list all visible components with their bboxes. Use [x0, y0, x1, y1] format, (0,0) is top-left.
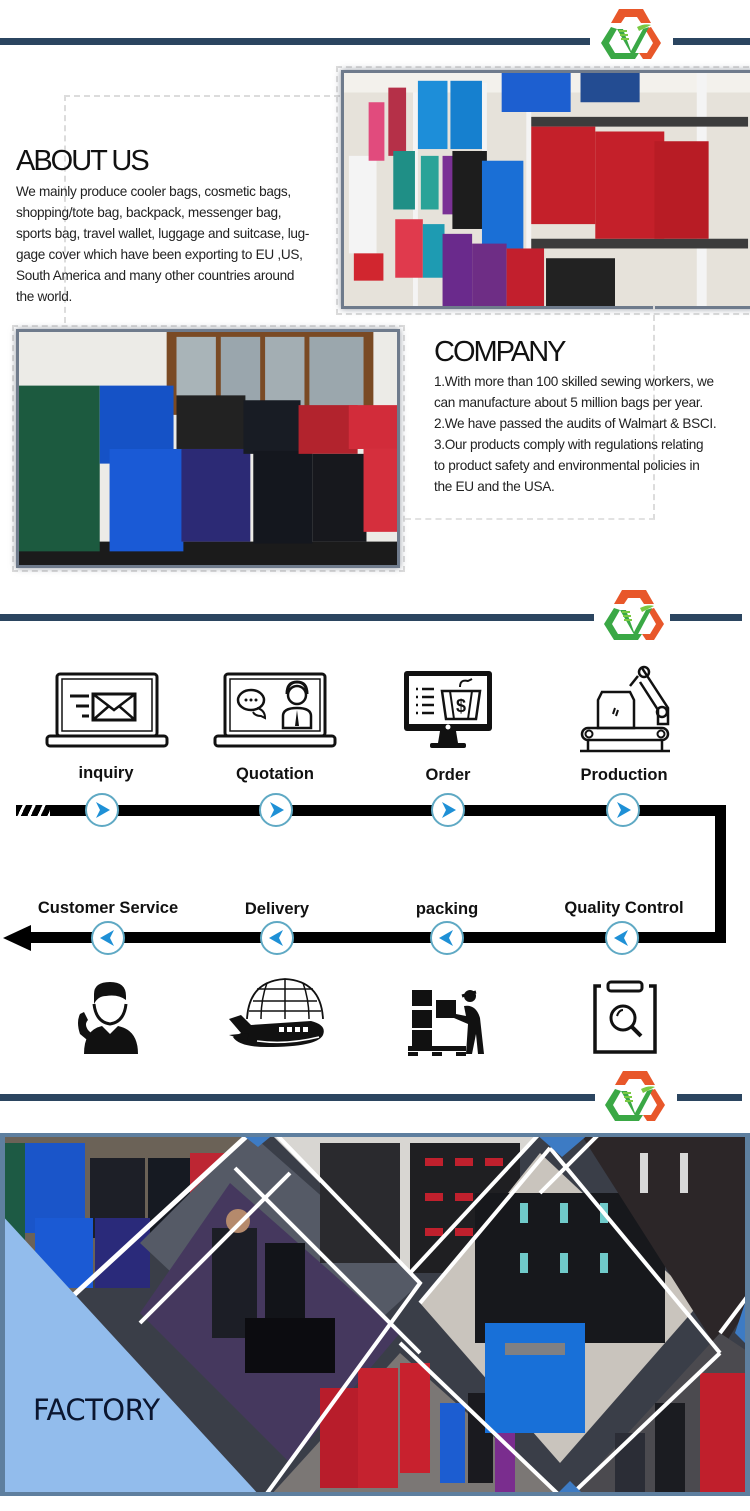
- hexagon-check-logo-icon: [601, 9, 661, 59]
- about-text-line: South America and many other countries a…: [16, 268, 295, 283]
- about-text-line: shopping/tote bag, backpack, messenger b…: [16, 205, 282, 220]
- company-text-line: 3.Our products comply with regulations r…: [434, 437, 704, 452]
- step-label-quotation: Quotation: [236, 765, 314, 783]
- arrow-right-node: [606, 793, 640, 827]
- arrow-left-node: [91, 921, 125, 955]
- about-photo-dashed-frame: [336, 66, 750, 315]
- robot-arm-conveyor-icon: [580, 665, 670, 753]
- step-label-quality-control: Quality Control: [564, 899, 684, 917]
- about-text: We mainly produce cooler bags, cosmetic …: [16, 181, 336, 307]
- divider-bar: [0, 1094, 595, 1101]
- chevron-right-icon: [617, 802, 631, 818]
- company-text: 1.With more than 100 skilled sewing work…: [434, 371, 744, 497]
- about-text-line: sports bag, travel wallet, luggage and s…: [16, 226, 310, 241]
- clipboard-magnifier-icon: [593, 980, 657, 1054]
- chevron-left-icon: [100, 930, 114, 946]
- divider-bar: [673, 38, 750, 45]
- about-dashed-frame: [64, 95, 340, 323]
- hexagon-check-logo-icon: [604, 590, 664, 640]
- factory-title: FACTORY: [33, 1393, 160, 1427]
- svg-text:$: $: [456, 696, 466, 716]
- about-text-line: gage cover which have been exporting to …: [16, 247, 303, 262]
- step-label-inquiry: inquiry: [78, 764, 134, 782]
- chevron-right-icon: [96, 802, 110, 818]
- divider-bar: [0, 38, 590, 45]
- hexagon-check-logo-icon: [605, 1071, 665, 1121]
- arrow-left-head-icon: [3, 925, 31, 951]
- flow-track-top: [50, 805, 726, 816]
- chevron-right-icon: [442, 802, 456, 818]
- company-text-line: the EU and the USA.: [434, 479, 555, 494]
- step-label-delivery: Delivery: [244, 900, 310, 918]
- laptop-email-icon: [45, 672, 169, 748]
- airplane-globe-icon: [229, 978, 324, 1047]
- company-text-line: 2.We have passed the audits of Walmart &…: [434, 416, 717, 431]
- divider-bar: [677, 1094, 742, 1101]
- laptop-support-agent-icon: [213, 672, 337, 748]
- section-divider-top: [0, 9, 750, 60]
- step-label-order: Order: [425, 766, 471, 784]
- section-divider-middle: [0, 590, 750, 640]
- company-text-line: 1.With more than 100 skilled sewing work…: [434, 374, 714, 389]
- divider-bar: [670, 614, 742, 621]
- about-text-line: We mainly produce cooler bags, cosmetic …: [16, 184, 291, 199]
- company-text-line: to product safety and environmental poli…: [434, 458, 700, 473]
- worker-packing-boxes-icon: [408, 990, 484, 1056]
- company-dashed-frame: [12, 325, 405, 572]
- chevron-left-icon: [439, 930, 453, 946]
- arrow-right-node: [259, 793, 293, 827]
- flow-track-bottom: [28, 932, 726, 943]
- step-label-production: Production: [580, 766, 668, 784]
- step-label-customer-service: Customer Service: [37, 899, 179, 917]
- about-title: ABOUT US: [16, 145, 150, 177]
- monitor-shopping-cart-icon: $: [404, 671, 492, 748]
- luggage-showroom-photo: [341, 70, 750, 309]
- arrow-left-node: [605, 921, 639, 955]
- phone-support-person-icon: [78, 982, 138, 1054]
- chevron-left-icon: [269, 930, 283, 946]
- company-text-dashed-frame: [405, 305, 655, 520]
- section-divider-bottom: [0, 1071, 750, 1121]
- chevron-left-icon: [614, 930, 628, 946]
- arrow-left-node: [430, 921, 464, 955]
- factory-collage-photo: [0, 1133, 750, 1496]
- company-title: COMPANY: [434, 336, 566, 368]
- divider-bar: [0, 614, 594, 621]
- suitcases-display-photo: [16, 329, 400, 568]
- track-stripes: [16, 805, 50, 816]
- company-text-line: can manufacture about 5 million bags per…: [434, 395, 703, 410]
- chevron-right-icon: [270, 802, 284, 818]
- arrow-right-node: [85, 793, 119, 827]
- about-text-line: the world.: [16, 289, 72, 304]
- step-label-packing: packing: [415, 900, 479, 918]
- arrow-right-node: [431, 793, 465, 827]
- arrow-left-node: [260, 921, 294, 955]
- flow-track-right: [715, 805, 726, 943]
